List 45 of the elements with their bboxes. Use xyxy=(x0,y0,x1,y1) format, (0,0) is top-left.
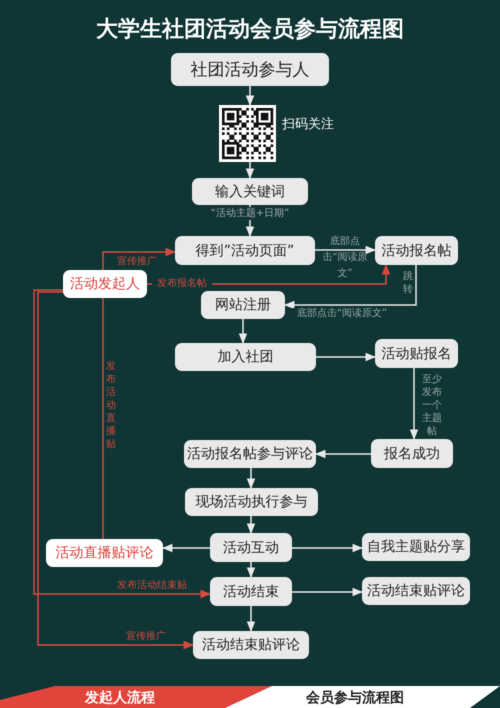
edge-label: 跳转 xyxy=(402,270,414,296)
edge-label: 发布报名帖 xyxy=(152,278,212,290)
arrow xyxy=(238,319,248,344)
process-box: 活动报名帖参与评论 xyxy=(184,440,316,468)
process-box: 报名成功 xyxy=(371,439,453,468)
edge-label: 发布活动直播贴 xyxy=(105,360,117,451)
process-box: 输入关键词 xyxy=(192,178,308,205)
arrow xyxy=(37,291,194,650)
arrow xyxy=(284,265,417,310)
process-box: 现场活动执行参与 xyxy=(185,488,318,516)
process-box: 活动报名帖 xyxy=(375,236,458,265)
arrow xyxy=(292,588,364,596)
edge-label: 底部点击“阅读原文” xyxy=(321,234,369,281)
arrow xyxy=(246,562,256,578)
process-box: 得到”活动页面” xyxy=(175,236,315,265)
legend-text: 发起人流程 xyxy=(84,689,156,707)
arrow xyxy=(33,289,212,598)
legend-text: 会员参与流程图 xyxy=(305,689,405,707)
arrow xyxy=(246,468,256,490)
process-box: 活动互动 xyxy=(210,533,292,562)
process-box: 活动贴报名 xyxy=(375,339,458,368)
qr-code-drawing xyxy=(219,105,276,162)
process-box: 活动结束 xyxy=(210,577,292,606)
title: 大学生社团活动会员参与流程图 xyxy=(95,16,405,44)
arrow xyxy=(246,86,254,106)
process-box: 活动结束贴评论 xyxy=(193,631,309,659)
process-box: 活动发起人 xyxy=(63,270,147,298)
arrow xyxy=(102,248,176,270)
arrow xyxy=(315,246,376,254)
arrow xyxy=(162,544,210,552)
process-box: 社团活动参与人 xyxy=(171,53,329,86)
arrow xyxy=(246,516,256,534)
process-box: 活动直播贴评论 xyxy=(46,539,163,567)
arrow xyxy=(292,544,364,552)
process-box: 自我主题贴分享 xyxy=(362,533,470,561)
arrow xyxy=(246,606,256,632)
process-box: 活动结束贴评论 xyxy=(362,577,470,605)
connector-line xyxy=(102,298,104,539)
edge-label: 至少发布一个主题帖 xyxy=(419,373,445,438)
arrow xyxy=(314,450,371,458)
arrow xyxy=(316,352,376,362)
arrow xyxy=(410,368,418,440)
process-box: 加入社团 xyxy=(175,343,316,371)
process-box: 网站注册 xyxy=(201,291,285,319)
arrow xyxy=(246,162,254,180)
